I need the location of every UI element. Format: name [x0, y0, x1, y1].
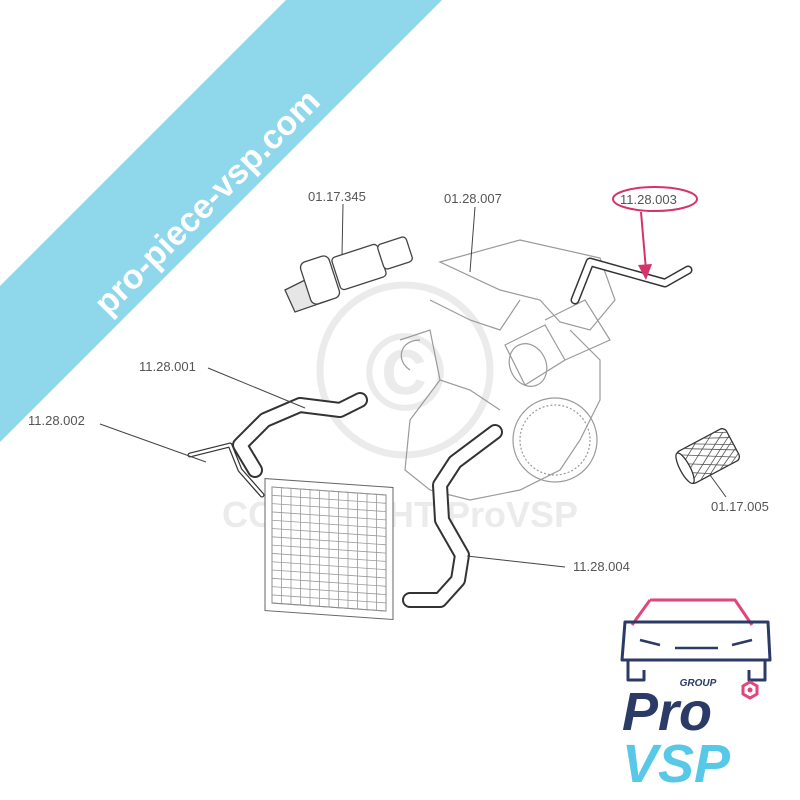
hex-nut-icon [741, 680, 759, 700]
label-11-28-004[interactable]: 11.28.004 [573, 559, 630, 574]
label-01-28-007[interactable]: 01.28.007 [444, 191, 502, 206]
radiator-illustration [264, 477, 394, 621]
copyright-symbol: © [364, 311, 445, 434]
engine-illustration [399, 239, 616, 501]
thermostat-valve-illustration [284, 236, 413, 313]
car-icon [620, 598, 772, 682]
hoses-illustration [187, 392, 503, 608]
label-11-28-002[interactable]: 11.28.002 [28, 413, 85, 428]
logo-brand-vsp: VSP [622, 734, 731, 794]
filter-sleeve-illustration [675, 428, 741, 485]
label-11-28-003[interactable]: 11.28.003 [620, 192, 677, 207]
label-11-28-001[interactable]: 11.28.001 [139, 359, 196, 374]
upper-hose-illustration [570, 257, 693, 305]
logo-group-text: GROUP [680, 678, 717, 689]
label-01-17-345[interactable]: 01.17.345 [308, 189, 366, 204]
logo-brand-pro: Pro [622, 682, 712, 742]
label-01-17-005[interactable]: 01.17.005 [711, 499, 769, 514]
leader-lines [99, 203, 727, 568]
highlight-marker [612, 186, 698, 280]
provsp-logo: GROUP Pro VSP [620, 598, 772, 794]
